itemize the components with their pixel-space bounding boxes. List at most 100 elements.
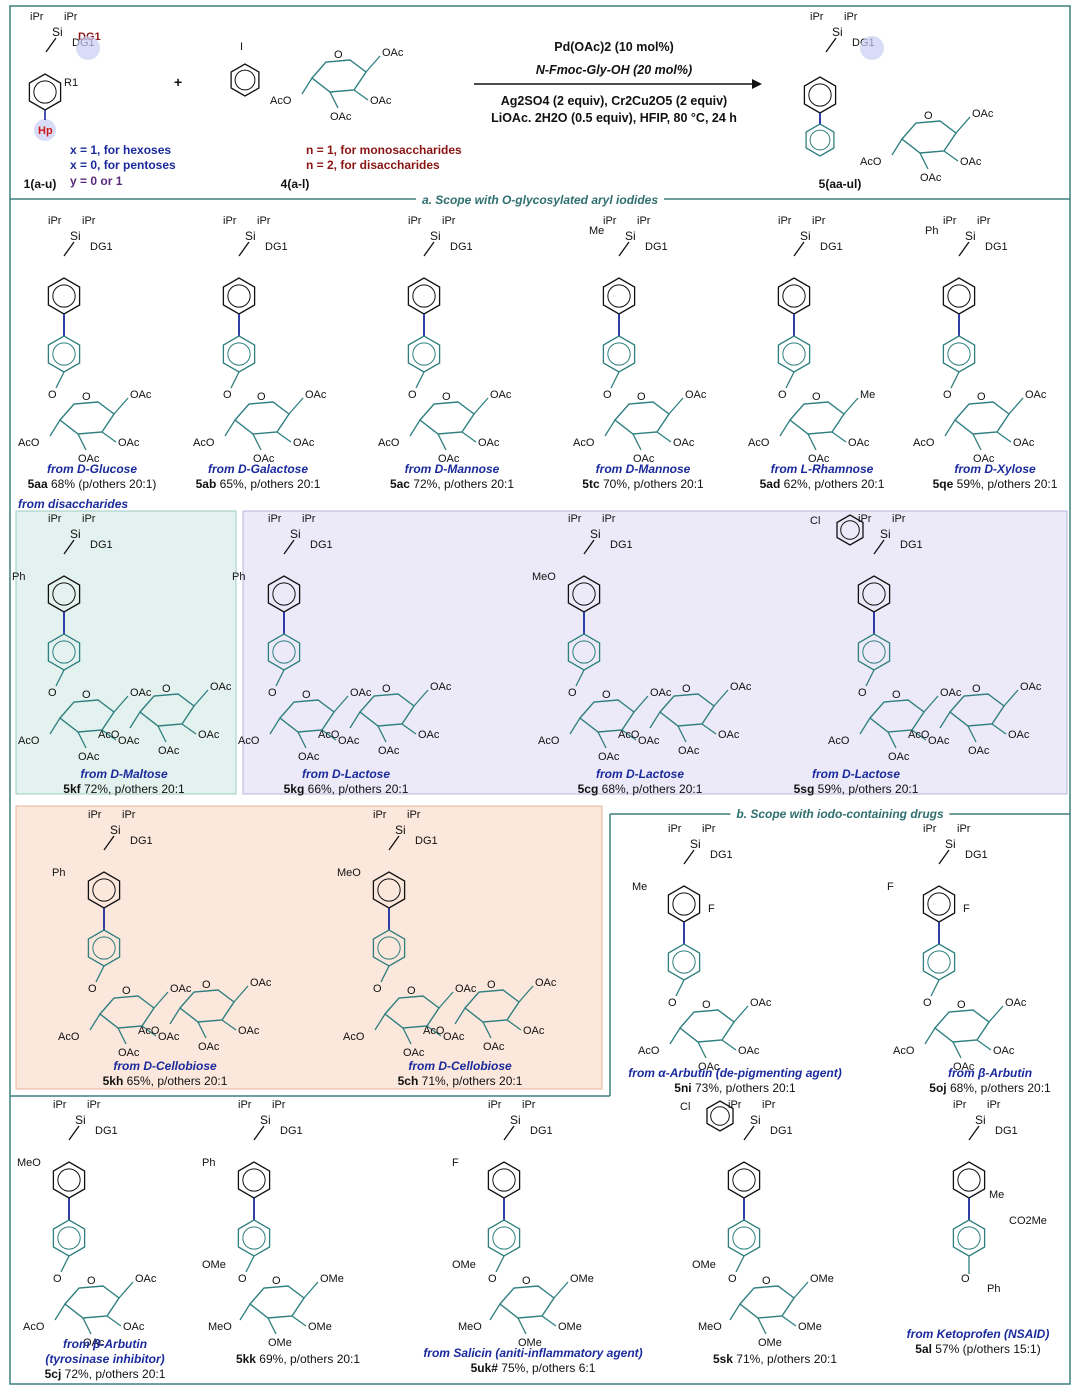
pyranose-ring — [953, 401, 1010, 435]
c4-bond — [101, 431, 117, 443]
glycosidic-o: O — [603, 389, 612, 401]
compound-source: from D-Mannose — [595, 462, 691, 476]
c2-label: AcO — [270, 95, 292, 107]
compound-source-note: (tyrosinase inhibitor) — [45, 1352, 165, 1366]
o-link — [245, 1255, 255, 1273]
c2-bond — [944, 419, 956, 437]
ring-oxygen: O — [302, 689, 311, 701]
ch2-bond — [938, 849, 950, 865]
compound-source: from β-Arbutin — [62, 1337, 148, 1351]
c2-bond — [569, 717, 581, 735]
c2-bond — [49, 717, 61, 735]
c2-label: AcO — [193, 437, 215, 449]
c4-bond — [101, 729, 117, 741]
c6-bond — [113, 695, 129, 713]
c6-label: OAc — [1025, 389, 1047, 401]
aryl-ring-aromatic — [492, 1226, 516, 1250]
aryl-ring-aromatic — [272, 640, 296, 664]
dg1-label: DG1 — [770, 1125, 793, 1137]
c6-label: OAc — [430, 681, 452, 693]
ipr-label: iPr — [87, 1099, 101, 1111]
compound-id: 5sk — [712, 1352, 733, 1366]
ipr-label: iPr — [64, 11, 78, 23]
ortho-substituent: Me — [632, 881, 647, 893]
c6-bond — [633, 695, 649, 713]
c2-label: MeO — [698, 1321, 722, 1333]
pyranose-ring — [58, 401, 115, 435]
c2-bond — [301, 77, 313, 95]
dg1-label: DG1 — [820, 241, 843, 253]
ipr-label: iPr — [48, 215, 62, 227]
o-link — [380, 965, 390, 983]
c3-label: OAc — [698, 1061, 720, 1073]
c3-bond — [887, 731, 897, 749]
compound-id: 5qe — [932, 477, 954, 491]
c2-label: AcO — [18, 437, 40, 449]
glycosidic-o: O — [48, 687, 57, 699]
si-atom: Si — [430, 229, 441, 243]
ortho-substituent: Ph — [52, 867, 65, 879]
c4-label: OAc — [158, 1031, 180, 1043]
compound-yield: 59%, p/others 20:1 — [814, 782, 919, 796]
c4-bond — [321, 729, 337, 741]
c3-bond — [807, 433, 817, 451]
ortho-substituent: F — [887, 881, 894, 893]
compound-id: 5kk — [235, 1352, 256, 1366]
c6-bond — [303, 1281, 319, 1299]
c4-bond — [996, 431, 1012, 443]
c3-label: OAc — [483, 1041, 505, 1053]
c2-label: AcO — [58, 1031, 80, 1043]
c2-label: AcO — [423, 1025, 445, 1037]
c2-bond — [409, 419, 421, 437]
chlorophenyl-ring-aromatic — [710, 1106, 730, 1126]
ipr-label: iPr — [407, 809, 421, 821]
si-atom: Si — [52, 25, 63, 39]
c2-label: AcO — [318, 729, 340, 741]
c3-label: OAc — [198, 1041, 220, 1053]
compound-source: from Ketoprofen (NSAID) — [906, 1327, 1050, 1341]
c3-bond — [437, 433, 447, 451]
c3-label: OAc — [378, 745, 400, 757]
dg1-label: DG1 — [265, 241, 288, 253]
aryl-ring-aromatic — [412, 342, 436, 366]
c2-bond — [489, 1303, 501, 1321]
dg1-label: DG1 — [710, 849, 733, 861]
c6-label: OAc — [750, 997, 772, 1009]
second-substituent: F — [708, 903, 715, 915]
c3-label: OAc — [158, 745, 180, 757]
dg1-label: DG1 — [900, 539, 923, 551]
ipr-label: iPr — [957, 823, 971, 835]
cellobiose-box — [15, 805, 603, 1090]
c6-bond — [288, 397, 304, 415]
ipr-label: iPr — [30, 11, 44, 23]
c3-bond — [267, 1317, 277, 1335]
c3-bond — [967, 725, 977, 743]
si-atom: Si — [625, 229, 636, 243]
ipr-label: iPr — [442, 215, 456, 227]
ortho-substituent: Ph — [202, 1157, 215, 1169]
c3-label: OAc — [953, 1061, 975, 1073]
c6-bond — [153, 991, 169, 1009]
c4-bond — [976, 1039, 992, 1051]
c6-bond — [438, 991, 454, 1009]
c3-label: OAc — [808, 453, 830, 465]
compound-yield: 68%, p/others 20:1 — [598, 782, 703, 796]
glycosidic-o: O — [858, 687, 867, 699]
hp-label: Hp — [38, 125, 53, 137]
c6-label: OAc — [972, 108, 994, 120]
arene-ring-aromatic — [862, 582, 886, 606]
arene-ring-aromatic — [57, 1168, 81, 1192]
o-link — [930, 979, 940, 997]
compound-yield: 71%, p/others 20:1 — [732, 1352, 838, 1366]
c3-bond — [482, 1021, 492, 1039]
ome-substituent: OMe — [452, 1259, 476, 1271]
glycosidic-o: O — [88, 983, 97, 995]
dg1-label: DG1 — [130, 835, 153, 847]
c6-label: OAc — [170, 983, 192, 995]
si-atom: Si — [832, 25, 843, 39]
ipr-label: iPr — [53, 1099, 67, 1111]
ch2-bond — [825, 37, 837, 53]
compound-yield: 70%, p/others 20:1 — [599, 477, 704, 491]
c2-label: AcO — [828, 735, 850, 747]
o-link — [950, 371, 960, 389]
